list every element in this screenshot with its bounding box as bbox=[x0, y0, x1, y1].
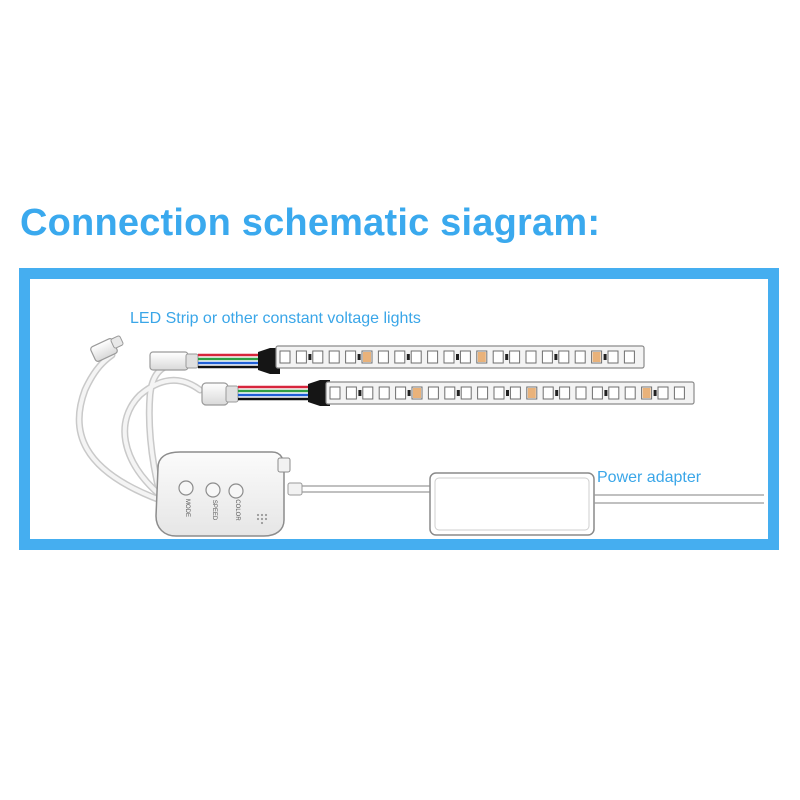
controller-box: MODE SPEED COLOR bbox=[155, 451, 291, 537]
strip1-led-chip bbox=[345, 350, 357, 364]
strip2-led-chip bbox=[673, 386, 685, 400]
power-adapter bbox=[429, 472, 764, 536]
strip2-resistor bbox=[555, 390, 559, 396]
strip1-resistor bbox=[603, 354, 607, 360]
strip1-resistor bbox=[406, 354, 410, 360]
strip2-led-chip bbox=[329, 386, 341, 400]
strip1-led-chip bbox=[443, 350, 455, 364]
strip1-copper-pad bbox=[592, 352, 601, 362]
strip1-led-chip bbox=[410, 350, 422, 364]
strip1-led-chip bbox=[541, 350, 553, 364]
strip2-resistor bbox=[456, 390, 460, 396]
power-adapter-label: Power adapter bbox=[597, 469, 702, 486]
strip1-led-chip bbox=[377, 350, 389, 364]
mode-button bbox=[178, 480, 194, 496]
strip2-led-chip bbox=[559, 386, 571, 400]
led-strip-1-chips bbox=[279, 350, 635, 364]
color-button-label: COLOR bbox=[234, 499, 240, 521]
strip2-led-chip bbox=[427, 386, 439, 400]
strip2-resistor bbox=[604, 390, 608, 396]
speed-button-label: SPEED bbox=[211, 500, 217, 521]
strip1-led-chip bbox=[328, 350, 340, 364]
strip2-resistor bbox=[506, 390, 509, 396]
strip2-led-chip bbox=[657, 386, 669, 400]
strip2-led-chip bbox=[493, 386, 505, 400]
speed-button bbox=[205, 482, 221, 498]
page-title: Connection schematic siagram: bbox=[20, 202, 601, 244]
speaker-holes-icon bbox=[256, 513, 268, 525]
strip1-led-chip bbox=[427, 350, 439, 364]
led-strip-2-chips bbox=[329, 386, 685, 400]
strip1-led-chip bbox=[607, 350, 619, 364]
strip1-led-chip bbox=[509, 350, 521, 364]
strip1-led-chip bbox=[312, 350, 324, 364]
strip1-led-chip bbox=[492, 350, 504, 364]
strip2-connector bbox=[201, 380, 330, 406]
strip1-resistor bbox=[505, 354, 509, 360]
strip1-led-chip bbox=[394, 350, 406, 364]
strip2-copper-pad bbox=[413, 388, 421, 398]
color-button bbox=[228, 483, 244, 499]
mode-button-label: MODE bbox=[184, 499, 190, 517]
strip2-led-chip bbox=[362, 386, 374, 400]
strip2-copper-pad bbox=[642, 388, 651, 398]
strip1-led-chip bbox=[459, 350, 471, 364]
strip2-led-chip bbox=[591, 386, 603, 400]
strip2-resistor bbox=[653, 390, 657, 396]
strip1-led-chip bbox=[558, 350, 570, 364]
strip2-led-chip bbox=[575, 386, 587, 400]
strip2-led-chip bbox=[460, 386, 472, 400]
strip1-resistor bbox=[554, 354, 558, 360]
strip2-led-chip bbox=[608, 386, 620, 400]
strip2-led-chip bbox=[444, 386, 456, 400]
strip1-resistor bbox=[357, 354, 361, 360]
strip2-led-chip bbox=[509, 386, 521, 400]
strip2-led-chip bbox=[345, 386, 357, 400]
dc-cable bbox=[287, 482, 430, 496]
strip1-led-chip bbox=[525, 350, 537, 364]
strip2-led-chip bbox=[378, 386, 390, 400]
strip2-led-chip bbox=[624, 386, 636, 400]
strip1-copper-pad bbox=[363, 352, 371, 362]
strip1-led-chip bbox=[279, 350, 291, 364]
strip1-led-chip bbox=[295, 350, 307, 364]
strip2-led-chip bbox=[395, 386, 407, 400]
strip2-copper-pad bbox=[527, 388, 536, 398]
strip1-led-chip bbox=[623, 350, 635, 364]
strip2-resistor bbox=[358, 390, 362, 396]
strip1-connector bbox=[149, 348, 280, 374]
ir-receiver-plug bbox=[90, 335, 124, 362]
led-strip-label: LED Strip or other constant voltage ligh… bbox=[130, 310, 421, 327]
strip2-led-chip bbox=[542, 386, 554, 400]
strip1-led-chip bbox=[574, 350, 586, 364]
strip1-copper-pad bbox=[477, 352, 486, 362]
strip2-led-chip bbox=[477, 386, 489, 400]
strip1-resistor bbox=[308, 354, 312, 360]
strip1-resistor bbox=[456, 354, 459, 360]
strip2-resistor bbox=[407, 390, 411, 396]
